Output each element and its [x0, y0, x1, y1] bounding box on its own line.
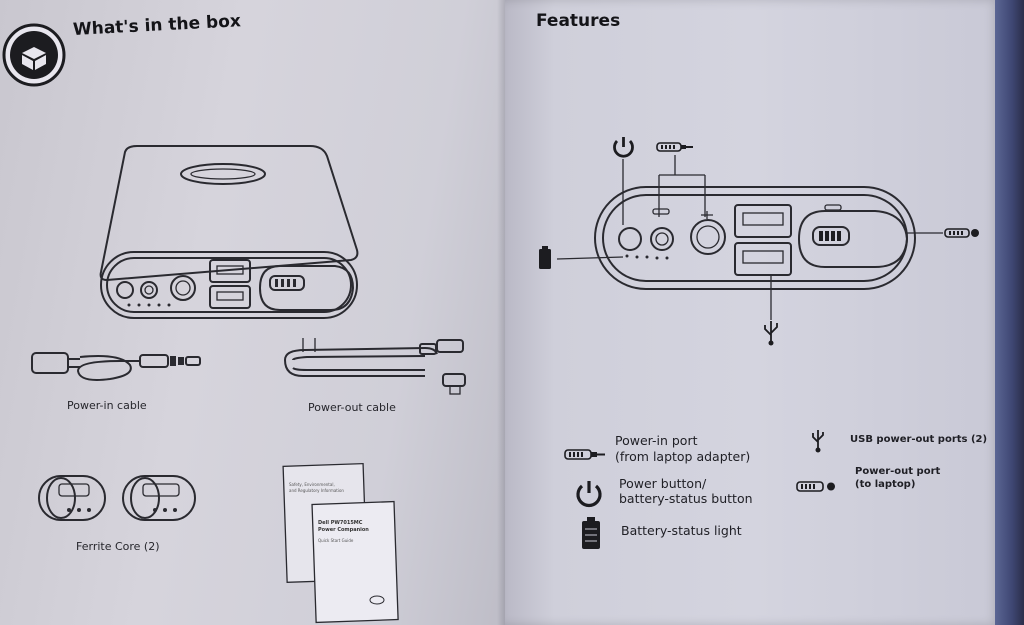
legend-power-button-label-1: Power button/	[619, 476, 707, 491]
legend-battery-icon	[582, 517, 600, 549]
documents-illustration	[282, 462, 399, 624]
ferrite-core-label: Ferrite Core (2)	[76, 540, 160, 553]
power-out-port-icon	[944, 228, 979, 238]
right-page: Features	[505, 0, 1000, 625]
legend-power-out-icon	[796, 481, 835, 492]
doc-back-line-1: Safety, Environmental,	[289, 482, 335, 487]
power-companion-illustration	[99, 145, 359, 319]
legend-battery-label: Battery-status light	[621, 523, 742, 538]
battery-icon	[539, 246, 551, 269]
legend-usb-label: USB power-out ports (2)	[850, 434, 988, 445]
left-page: What's in the box Power-in cable	[0, 0, 510, 625]
box-icon	[2, 23, 66, 87]
legend-power-in-label-1: Power-in port	[615, 433, 698, 448]
usb-icon	[764, 321, 778, 346]
book-edge	[995, 0, 1024, 625]
legend-usb-icon	[812, 430, 824, 453]
doc-front-line-2: Power Companion	[318, 527, 369, 533]
legend-power-in-label-2: (from laptop adapter)	[615, 449, 751, 464]
power-out-cable-illustration	[284, 338, 466, 395]
legend-power-button-icon	[576, 481, 602, 508]
legend-power-out-label-1: Power-out port	[855, 466, 941, 477]
power-icon	[613, 137, 634, 158]
section-title-features: Features	[536, 11, 621, 31]
doc-back-line-2: and Regulatory Information	[289, 488, 344, 493]
device-front-diagram	[539, 137, 979, 346]
ferrite-core-illustration	[38, 475, 196, 521]
doc-front-line-1: Dell PW7015MC	[318, 520, 363, 526]
section-title-in-box: What's in the box	[72, 11, 242, 40]
legend-power-in-icon	[564, 449, 605, 460]
power-in-cable-illustration	[31, 352, 201, 381]
power-in-cable-label: Power-in cable	[67, 399, 147, 412]
legend-power-button-label-2: battery-status button	[619, 491, 753, 506]
doc-front-line-3: Quick Start Guide	[318, 538, 354, 543]
power-out-cable-label: Power-out cable	[308, 401, 396, 414]
power-in-port-icon	[656, 142, 693, 152]
legend-power-out-label-2: (to laptop)	[855, 479, 916, 490]
